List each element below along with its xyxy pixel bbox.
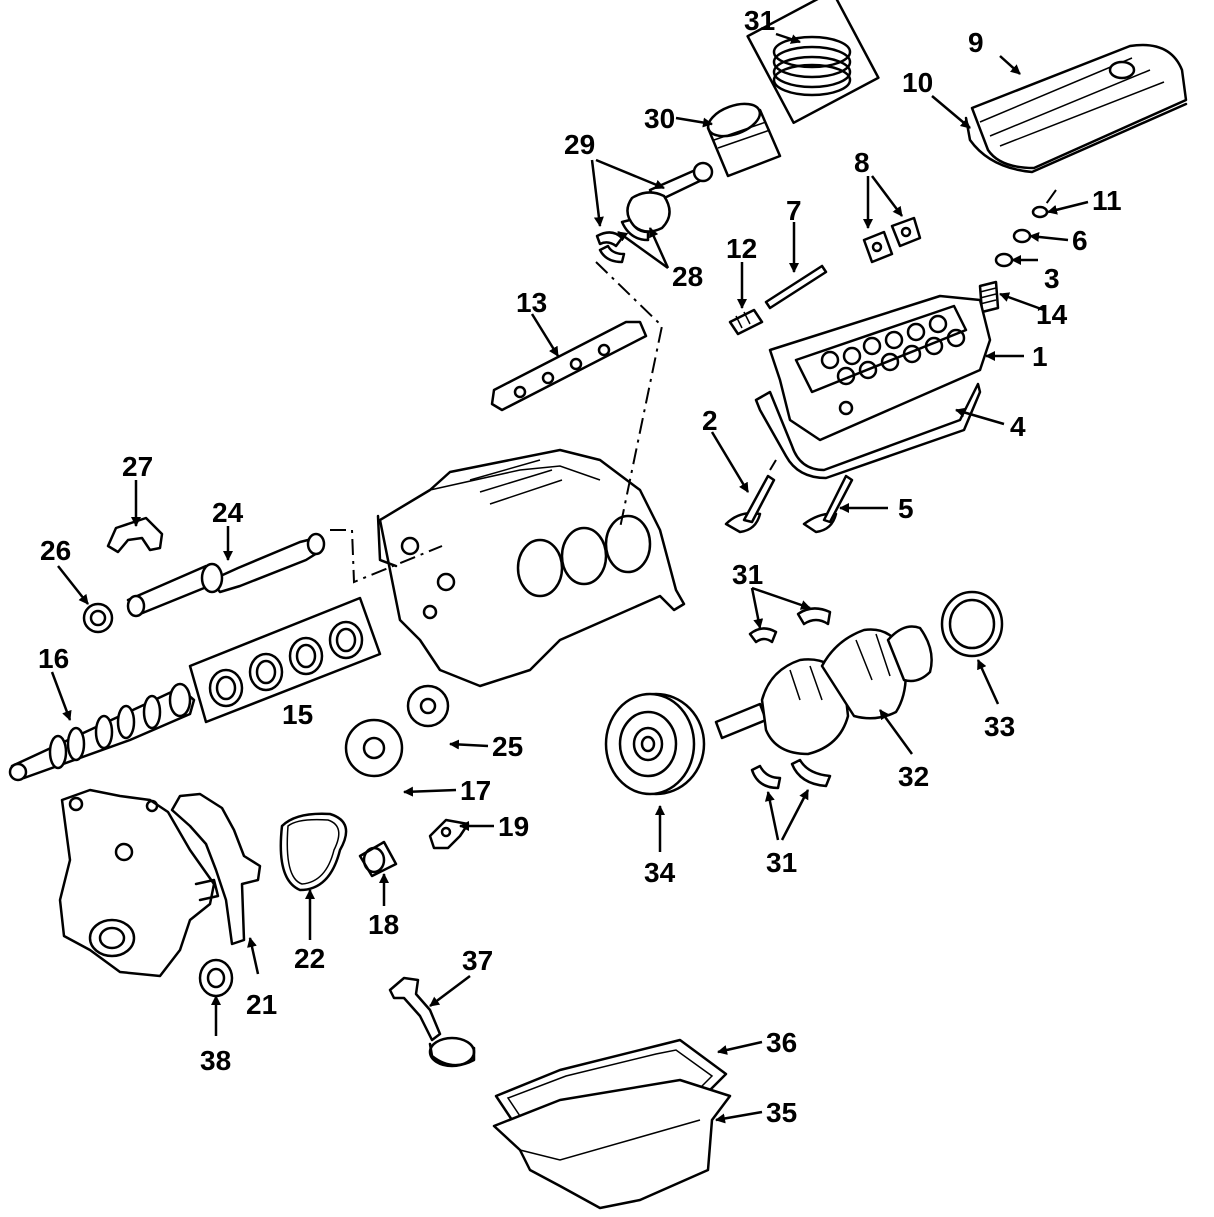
valve-cover [964,43,1188,174]
callout-36: 36 [766,1027,797,1058]
crankshaft-pulley [604,692,706,796]
callout-10: 10 [902,67,933,98]
crankshaft-sprocket [358,840,398,878]
piston-ring-set [746,0,880,125]
callout-16: 16 [38,643,69,674]
callout-17: 17 [460,775,491,806]
callout-27: 28 [672,261,703,292]
callout-12: 12 [726,233,757,264]
callout-31-top: 31 [732,559,763,590]
callout-32: 32 [898,761,929,792]
lifter-guide [490,320,648,412]
callout-15: 15 [282,699,313,730]
callout-4: 4 [1010,411,1026,442]
callout-14: 14 [1036,299,1068,330]
callout-33: 33 [984,711,1015,742]
valve-spring-stack [978,189,1057,314]
cylinder-head [754,294,992,480]
crankshaft [714,625,933,756]
connecting-rod [595,161,714,264]
callout-22: 22 [294,943,325,974]
callout-37: 37 [462,945,493,976]
callout-11: 11 [1092,185,1122,216]
rear-main-seal [940,590,1004,658]
timing-chain [279,812,348,892]
callout-8: 8 [854,147,870,178]
balance-shaft-gear [406,684,450,728]
callout-26: 27 [122,451,153,482]
callout-5: 5 [898,493,914,524]
callout-labels: 31 9 10 30 29 8 11 7 6 12 28 3 13 14 1 2… [38,5,1122,1128]
callout-31-bottom: 31 [766,847,797,878]
piston [706,102,782,178]
callout-28: 29 [564,129,595,160]
timing-cover [58,788,220,978]
front-crank-seal [198,958,234,998]
callout-25: 26 [40,535,71,566]
callout-24: 25 [492,731,523,762]
pushrod [764,264,828,310]
callout-21: 21 [246,989,277,1020]
camshaft-sprocket [344,718,404,778]
callout-35: 35 [766,1097,797,1128]
callout-3: 3 [1044,263,1060,294]
shaft-plug [82,602,114,634]
rocker-arms [862,216,922,264]
engine-valves [724,459,854,534]
camshaft-bearings [188,596,382,724]
callout-2: 2 [702,405,718,436]
callout-38: 38 [200,1045,231,1076]
callout-19: 19 [498,811,529,842]
callout-18: 18 [368,909,399,940]
callout-6: 6 [1072,225,1088,256]
chain-tensioner [428,818,470,850]
callout-9: 9 [968,27,984,58]
front-cover-gasket [170,792,262,946]
valve-lifter [728,308,764,336]
callout-30: 31 [744,5,775,36]
callout-29: 30 [644,103,675,134]
callout-arrows [50,32,1089,1124]
oil-pan [492,1038,732,1210]
camshaft [8,682,196,782]
alignment-lines [330,261,664,584]
engine-block [376,448,686,688]
oil-pickup-tube [388,976,476,1068]
main-bearings [748,607,832,790]
callout-34: 34 [644,857,676,888]
callout-7: 7 [786,195,802,226]
callout-23: 24 [212,497,244,528]
callout-13: 13 [516,287,547,318]
balance-shaft [126,532,326,618]
callout-1: 1 [1032,341,1048,372]
